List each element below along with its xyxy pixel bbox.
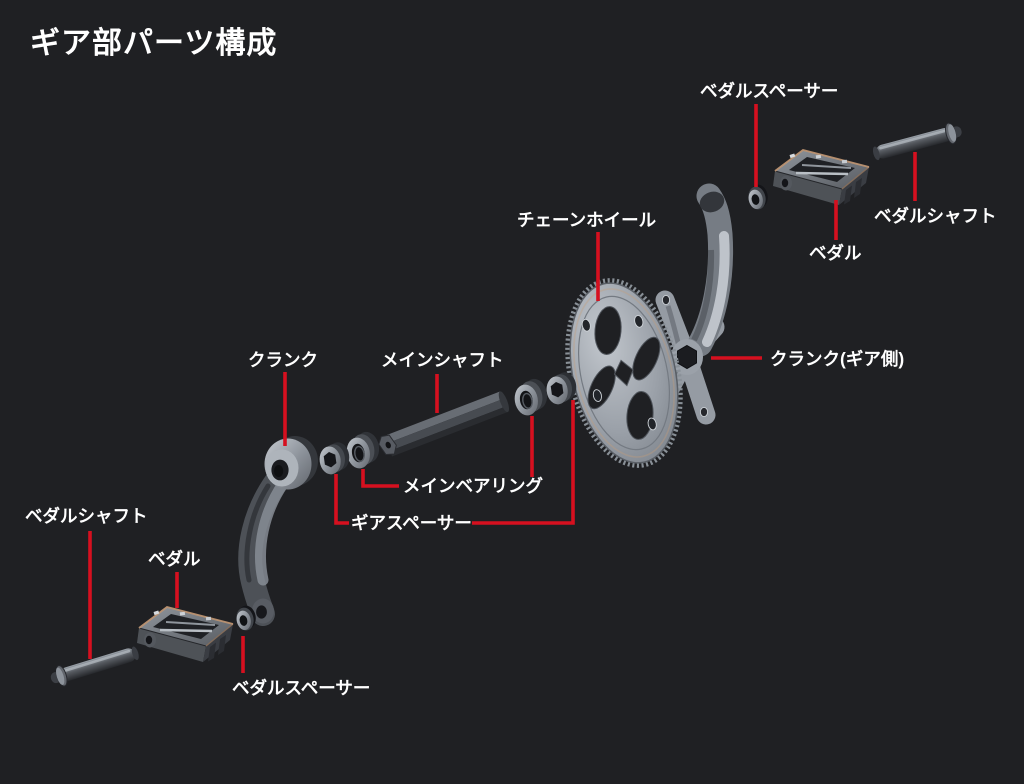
label-pedal-spacer-bottom: ベダルスペーサー xyxy=(232,678,370,698)
label-crank-gear-side: クランク(ギア側) xyxy=(770,349,904,369)
part-labels: ベダルスペーサー ベダルシャフト ベダル チェーンホイール クランク(ギア側) … xyxy=(25,81,997,698)
leader-lines xyxy=(88,104,917,673)
pedal-top-right-part xyxy=(771,148,871,207)
label-pedal-shaft-left: ベダルシャフト xyxy=(25,506,148,526)
pedal-spacer-top-right-part xyxy=(745,182,771,212)
label-main-bearing: メインベアリング xyxy=(403,476,543,496)
leader-main-bearing-left xyxy=(361,469,399,488)
label-chainwheel: チェーンホイール xyxy=(517,210,657,230)
pedal-shaft-top-right-part xyxy=(870,119,965,165)
pedal-bottom-left-part xyxy=(135,605,235,664)
pedal-shaft-bottom-left-part xyxy=(47,641,142,690)
leader-gear-spacer-left xyxy=(334,474,349,525)
leader-gear-spacer-right xyxy=(472,400,575,525)
label-gear-spacer: ギアスペーサー xyxy=(351,513,472,533)
main-bearing-right-part xyxy=(510,376,551,418)
crank-gear-side-part xyxy=(653,183,734,425)
crank-left-part xyxy=(238,436,318,626)
label-pedal-spacer-top: ベダルスペーサー xyxy=(700,81,838,101)
main-shaft-part xyxy=(378,391,510,457)
label-pedal-left: ベダル xyxy=(148,549,201,569)
page-title: ギア部パーツ構成 xyxy=(30,26,277,60)
gear-spacer-left-part xyxy=(317,440,352,476)
main-bearing-left-part xyxy=(342,429,383,471)
label-crank-left: クランク xyxy=(248,350,318,370)
label-pedal-shaft-right: ベダルシャフト xyxy=(874,206,997,226)
label-pedal-right: ベダル xyxy=(809,243,862,263)
label-main-shaft: メインシャフト xyxy=(381,350,504,370)
